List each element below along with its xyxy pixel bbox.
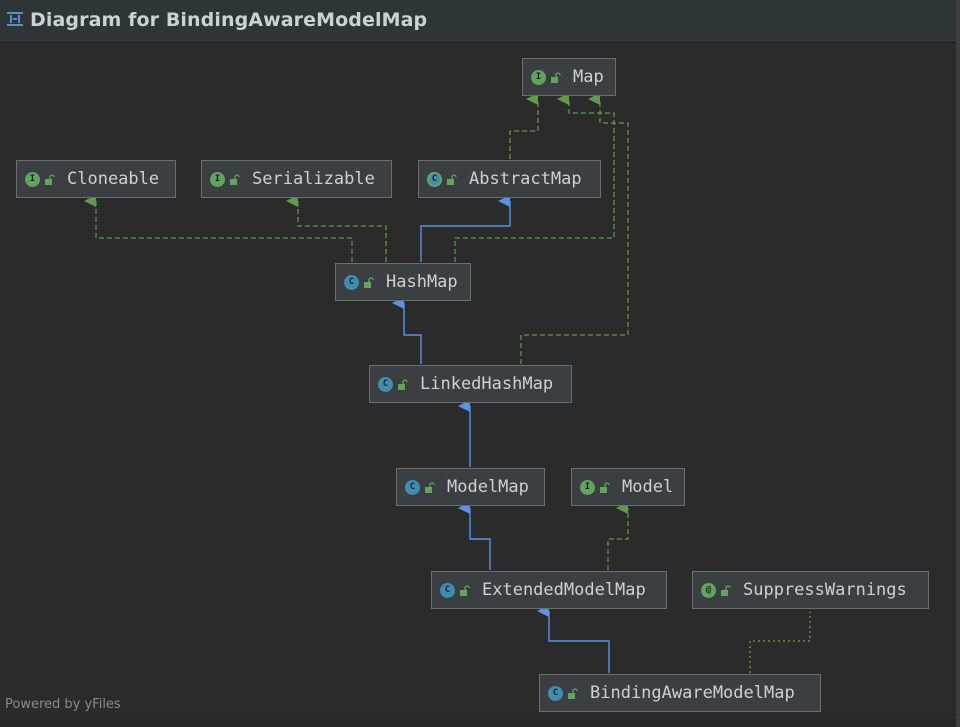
edge-bindingawaremodelmap-extends-extendedmodelmap xyxy=(537,605,610,673)
node-bindingawaremodelmap[interactable]: C BindingAwareModelMap xyxy=(539,674,821,712)
title-bar: Diagram for BindingAwareModelMap xyxy=(0,0,956,43)
public-lock-icon xyxy=(425,481,435,493)
edge-hashmap-implements-cloneable xyxy=(84,195,353,262)
public-lock-icon xyxy=(364,276,374,288)
node-label: Cloneable xyxy=(67,169,160,189)
diagram-title: Diagram for BindingAwareModelMap xyxy=(30,9,428,31)
public-lock-icon xyxy=(600,481,610,493)
node-modelmap[interactable]: C ModelMap xyxy=(396,468,545,506)
node-hashmap[interactable]: C HashMap xyxy=(335,263,471,301)
annotation-icon: @ xyxy=(701,582,716,598)
public-lock-icon xyxy=(45,173,55,185)
bottom-strip xyxy=(0,719,956,727)
edge-linkedhashmap-implements-map xyxy=(520,93,629,364)
abstract-class-icon: C xyxy=(427,171,442,187)
edge-hashmap-implements-serializable xyxy=(286,195,387,262)
class-icon: C xyxy=(548,685,563,701)
edge-extendedmodelmap-extends-modelmap xyxy=(458,502,491,570)
node-label: SuppressWarnings xyxy=(743,580,907,600)
public-lock-icon xyxy=(460,584,470,596)
class-icon: C xyxy=(344,274,359,290)
class-icon: C xyxy=(405,479,420,495)
node-label: ModelMap xyxy=(447,477,529,497)
node-label: BindingAwareModelMap xyxy=(590,683,795,703)
node-serializable[interactable]: I Serializable xyxy=(201,160,392,198)
diagram-canvas[interactable]: I Map I Cloneable I Serializable C Abstr… xyxy=(0,43,956,727)
node-extendedmodelmap[interactable]: C ExtendedModelMap xyxy=(431,571,667,609)
edge-bindingawaremodelmap-annotated-suppresswarnings xyxy=(749,612,811,673)
node-suppresswarnings[interactable]: @ SuppressWarnings xyxy=(692,571,929,609)
node-label: HashMap xyxy=(386,272,458,292)
public-lock-icon xyxy=(398,378,408,390)
node-cloneable[interactable]: I Cloneable xyxy=(16,160,176,198)
node-linkedhashmap[interactable]: C LinkedHashMap xyxy=(369,365,572,403)
node-abstractmap[interactable]: C AbstractMap xyxy=(418,160,601,198)
class-icon: C xyxy=(440,582,455,598)
public-lock-icon xyxy=(551,71,561,83)
node-label: Model xyxy=(622,477,674,497)
interface-icon: I xyxy=(25,171,40,187)
node-label: Map xyxy=(573,67,604,87)
edges-layer xyxy=(84,93,811,673)
public-lock-icon xyxy=(230,173,240,185)
node-label: LinkedHashMap xyxy=(420,374,554,394)
node-label: AbstractMap xyxy=(469,169,582,189)
scrollbar-track[interactable] xyxy=(956,0,960,727)
interface-icon: I xyxy=(531,69,546,85)
node-label: ExtendedModelMap xyxy=(482,580,646,600)
edge-hashmap-implements-map xyxy=(454,93,615,262)
interface-icon: I xyxy=(210,171,225,187)
edge-extendedmodelmap-implements-model xyxy=(607,502,629,570)
node-model[interactable]: I Model xyxy=(571,468,685,506)
interface-icon: I xyxy=(580,479,595,495)
edge-linkedhashmap-extends-hashmap xyxy=(392,297,422,364)
node-map[interactable]: I Map xyxy=(522,58,616,96)
powered-by-label: Powered by yFiles xyxy=(5,697,121,712)
edge-hashmap-extends-abstractmap xyxy=(420,195,511,262)
public-lock-icon xyxy=(568,687,578,699)
diagram-icon xyxy=(7,12,23,26)
class-icon: C xyxy=(378,376,393,392)
public-lock-icon xyxy=(721,584,731,596)
edge-abstractmap-implements-map xyxy=(509,93,539,159)
public-lock-icon xyxy=(447,173,457,185)
node-label: Serializable xyxy=(252,169,375,189)
